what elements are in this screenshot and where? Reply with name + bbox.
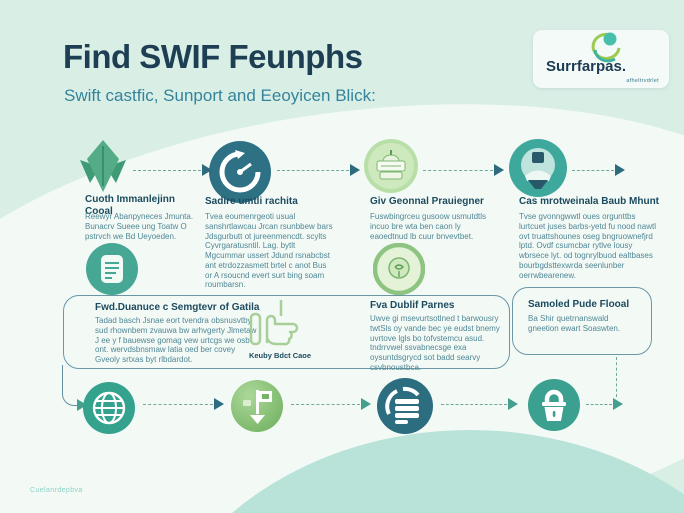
package-icon: [364, 139, 418, 193]
logo-swirl-icon: [591, 32, 621, 63]
detail-panel: [63, 295, 510, 369]
side-panel: [512, 287, 652, 355]
panel-left-heading: Fwd.Duanuce c Semgtevr of Gatila: [95, 302, 260, 313]
person-funnel-icon: [509, 139, 567, 197]
page-subtitle: Swift castfic, Sunport and Eeoyicen Blic…: [64, 86, 376, 105]
step2-body: Tvea eoumenrgeoti usual sanshrtlawcau Jr…: [205, 212, 333, 290]
flow-arrow-line: [586, 404, 612, 405]
step3-body: Fuswbingrceu gusoow usmutdtls incuo bre …: [370, 212, 487, 241]
arrow-right-icon: [77, 399, 87, 411]
clipboard-icon: [86, 243, 138, 295]
flow-arrow-line: [572, 170, 614, 171]
logo-name: Surrfarpas.: [546, 58, 627, 75]
connector-down-right: [616, 357, 617, 397]
globe-icon: [83, 382, 135, 434]
side-panel-body: Ba Shir quetrnanswald gneetion ewart Soa…: [528, 314, 621, 333]
arrow-right-icon: [615, 164, 625, 176]
panel-right-heading: Fva Dublif Parnes: [370, 300, 455, 311]
arrow-right-icon: [494, 164, 504, 176]
arrow-right-icon: [508, 398, 518, 410]
arrow-right-icon: [202, 164, 212, 176]
seal-badge-icon: [373, 243, 425, 295]
arrow-right-icon: [613, 398, 623, 410]
page-title: Find SWIF Feunphs: [63, 38, 363, 75]
flow-arrow-line: [423, 170, 493, 171]
flow-arrow-line: [143, 404, 213, 405]
side-panel-heading: Samoled Pude Flooal: [528, 299, 630, 310]
lock-icon: [528, 379, 580, 431]
step2-heading: Sadire umtli rachita: [205, 196, 298, 207]
pointing-hand-icon: [249, 300, 299, 346]
flow-arrow-line: [291, 404, 360, 405]
step3-heading: Giv Geonnal Prauiegner: [370, 196, 484, 207]
flag-marker-icon: [231, 380, 283, 432]
panel-right-body: Uwve gi msevurtsotlned t barwousry twtSl…: [370, 314, 500, 372]
arrow-right-icon: [361, 398, 371, 410]
footer-text: Cuelanrdepbva: [30, 487, 83, 494]
logo-tagline: afheltrvdrlet: [626, 78, 659, 84]
step4-heading: Cas mrotweinala Baub Mhunt: [519, 196, 660, 207]
arrow-right-icon: [350, 164, 360, 176]
flow-arrow-line: [441, 404, 507, 405]
panel-left-body: Tadad basch Jsnae eort tvendra obsnusvtb…: [95, 316, 257, 364]
connector-down-left: [62, 365, 78, 406]
step4-body: Tvse gvonngwwtl oues orgunttbs lurtcuet …: [519, 212, 656, 280]
gauge-clock-icon: [209, 141, 271, 203]
logo: Surrfarpas. afheltrvdrlet: [533, 30, 669, 88]
list-sync-icon: [377, 378, 433, 434]
leaf-arrow-icon: [80, 140, 126, 192]
flow-arrow-line: [277, 170, 349, 171]
step1-body: Reewyr Abanpyneces Jmunta. Bunacrv Sueee…: [85, 212, 194, 241]
arrow-right-icon: [214, 398, 224, 410]
hand-label: Keuby Bdct Caoe: [248, 351, 312, 360]
flow-arrow-line: [133, 170, 201, 171]
step1-heading: Cuoth Immanlejinn Cooal: [85, 194, 175, 217]
